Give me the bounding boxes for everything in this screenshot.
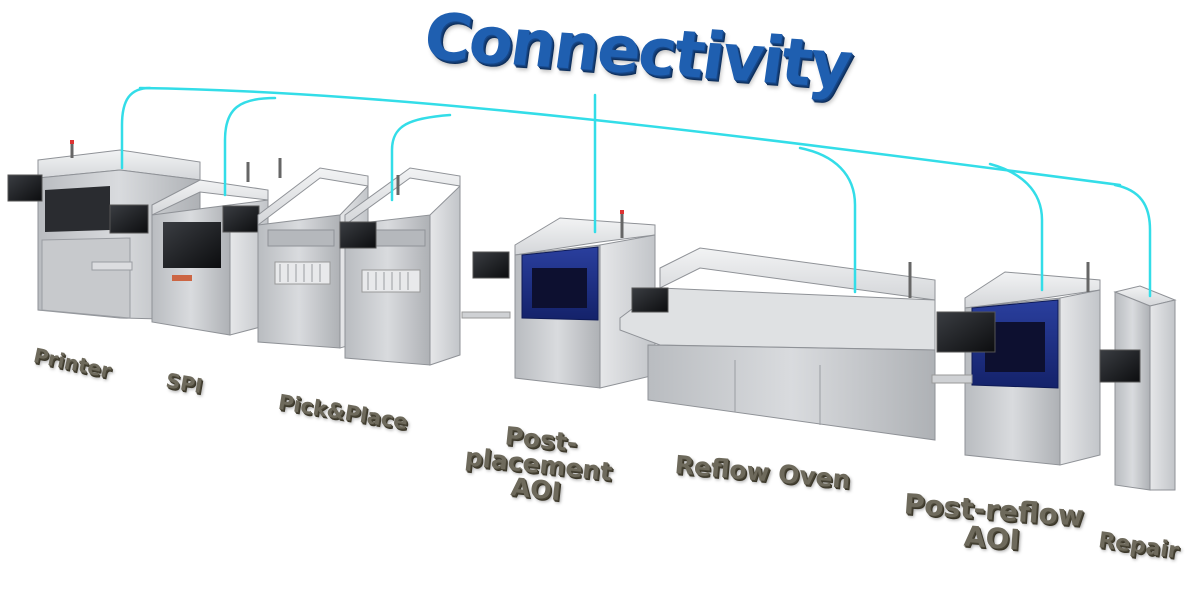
- reflow-oven-machine: [619, 247, 936, 441]
- post-reflow-aoi-machine: [931, 262, 1101, 466]
- connection-trunk: [138, 86, 1122, 187]
- pick-place-machine-2: [339, 167, 461, 366]
- connection-spi: [223, 96, 277, 197]
- connectivity-network: [120, 86, 1152, 298]
- post-placement-aoi-machine: [461, 210, 656, 389]
- connection-pick-place: [390, 113, 452, 202]
- connection-printer: [120, 86, 152, 170]
- label-spi: SPI: [164, 368, 205, 399]
- connection-reflow: [798, 146, 857, 294]
- connection-post-reflow-aoi: [988, 162, 1044, 292]
- connection-repair: [1113, 183, 1152, 298]
- repair-station-machine: [1099, 285, 1177, 491]
